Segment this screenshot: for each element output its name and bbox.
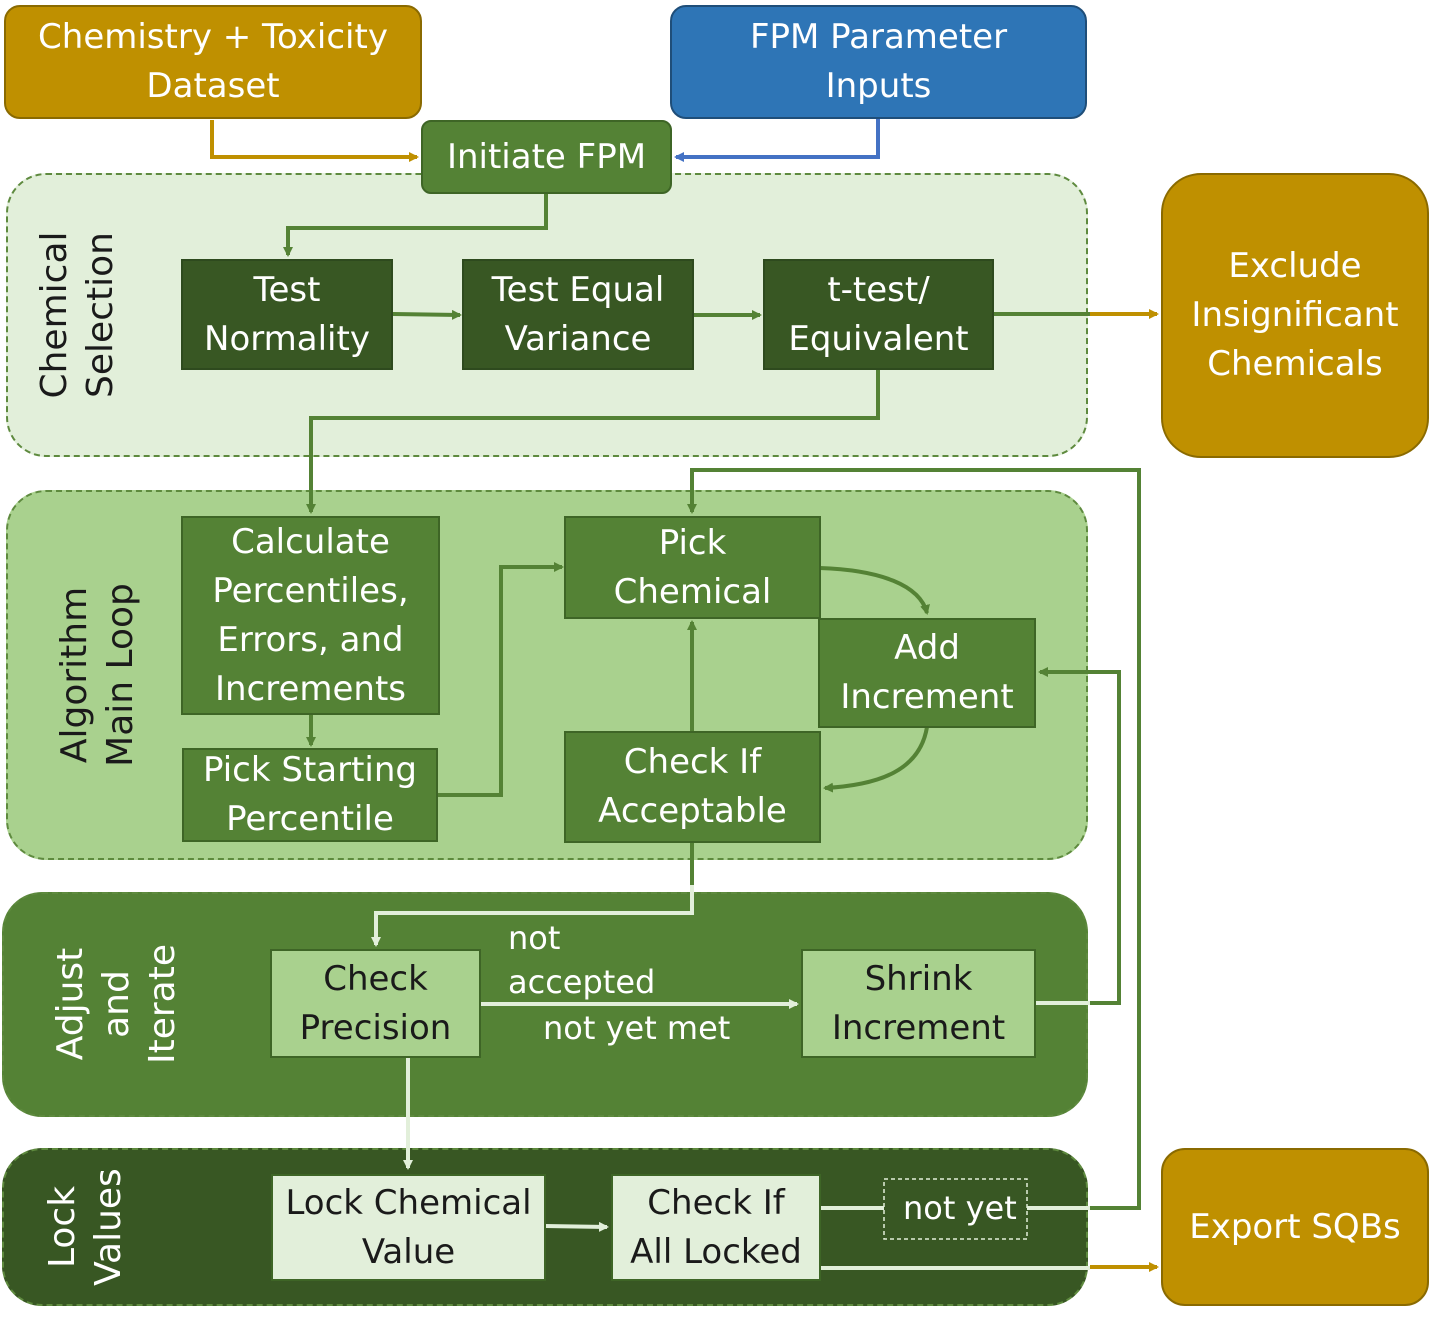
- edge-lock-to-checkall: [544, 1221, 609, 1232]
- edge-parameters-to-initiate: [674, 118, 880, 162]
- pick-chemical-box: Pick Chemical: [564, 516, 821, 619]
- edge-ttest-to-calculate: [306, 370, 880, 514]
- lock-chemical-value-box: Lock Chemical Value: [271, 1174, 546, 1281]
- initiate-fpm-box: Initiate FPM: [421, 120, 672, 194]
- edge-checkacceptable-to-precision-lower: [371, 885, 694, 947]
- edge-notyet-loop-to-pickchemical: [687, 468, 1141, 1210]
- edge-addincrement-to-checkacceptable: [823, 726, 929, 793]
- exclude-insignificant-box: Exclude Insignificant Chemicals: [1161, 173, 1429, 458]
- edge-shrink-to-addincrement: [1038, 667, 1121, 1005]
- export-sqbs-box: Export SQBs: [1161, 1148, 1429, 1306]
- pick-starting-percentile-box: Pick Starting Percentile: [182, 748, 438, 842]
- edge-initiate-to-normality: [283, 193, 548, 257]
- test-equal-variance-box: Test Equal Variance: [462, 259, 694, 370]
- edge-dataset-to-initiate: [210, 120, 419, 162]
- not-yet-label-frame: [883, 1178, 1028, 1240]
- not-yet-label: not yet: [903, 1189, 1017, 1227]
- t-test-box: t-test/ Equivalent: [763, 259, 994, 370]
- check-precision-box: Check Precision: [270, 949, 481, 1058]
- test-normality-box: Test Normality: [181, 259, 393, 370]
- check-acceptable-box: Check If Acceptable: [564, 731, 821, 843]
- edge-pickchemical-to-addincrement: [819, 566, 930, 615]
- not-accepted-label: not accepted: [508, 919, 656, 1001]
- check-all-locked-box: Check If All Locked: [611, 1174, 821, 1281]
- edge-normality-to-variance: [392, 309, 462, 320]
- shrink-increment-box: Shrink Increment: [801, 949, 1036, 1058]
- edge-pickstart-to-pickchemical: [438, 562, 564, 797]
- parameter-input-box: FPM Parameter Inputs: [670, 5, 1087, 119]
- dataset-input-box: Chemistry + Toxicity Dataset: [4, 5, 422, 119]
- not-yet-met-label: not yet met: [543, 1009, 731, 1047]
- add-increment-box: Add Increment: [818, 618, 1036, 728]
- calculate-percentiles-box: Calculate Percentiles, Errors, and Incre…: [181, 516, 440, 715]
